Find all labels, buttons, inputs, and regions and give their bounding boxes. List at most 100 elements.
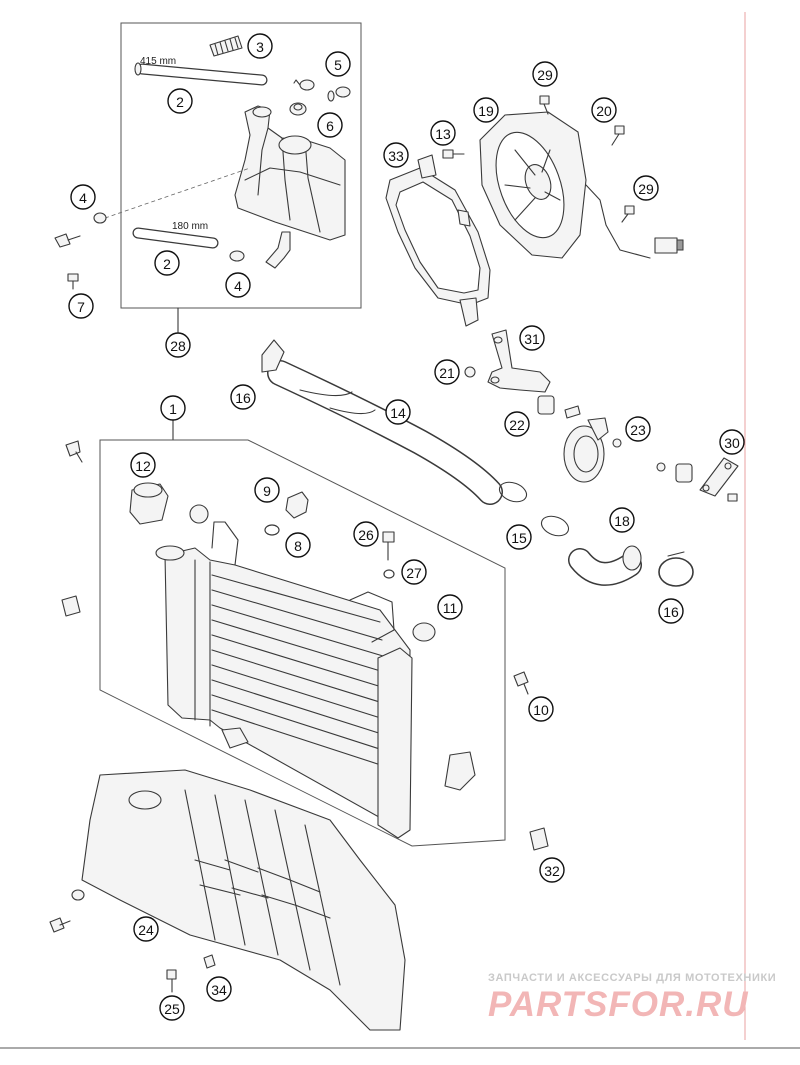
callout-c16a: 16 <box>230 384 256 410</box>
callout-number: 4 <box>79 190 87 206</box>
callout-circle <box>225 272 251 298</box>
callout-circle <box>68 293 94 319</box>
hose-clamp-15a <box>498 481 528 503</box>
callout-number: 27 <box>406 565 422 581</box>
watermark-tagline: ЗАПЧАСТИ И АКСЕССУАРЫ ДЛЯ МОТОТЕХНИКИ <box>488 972 777 984</box>
callout-c1: 1 <box>160 395 186 421</box>
nut-34 <box>203 954 216 969</box>
callout-number: 5 <box>334 57 342 73</box>
callout-circle <box>133 916 159 942</box>
callout-number: 20 <box>596 103 612 119</box>
hose-long <box>134 62 268 86</box>
leader-dashed <box>104 167 251 219</box>
expansion-tank <box>234 105 346 241</box>
callout-c4a: 4 <box>70 184 96 210</box>
washer-shroud <box>71 889 85 901</box>
callout-c29b: 29 <box>633 175 659 201</box>
callout-c31: 31 <box>519 325 545 351</box>
callout-c9: 9 <box>254 477 280 503</box>
callout-number: 6 <box>326 118 334 134</box>
screw-tank <box>54 233 81 248</box>
callout-number: 4 <box>234 278 242 294</box>
callout-circle <box>519 325 545 351</box>
callout-circle <box>383 142 409 168</box>
callout-c12: 12 <box>130 452 156 478</box>
o-ring <box>264 524 280 536</box>
callout-number: 8 <box>294 538 302 554</box>
callout-number: 2 <box>176 94 184 110</box>
tank-outlet-fitting <box>265 231 291 269</box>
callout-c2a: 2 <box>167 88 193 114</box>
radiator-group-outline <box>99 439 506 847</box>
clip-left <box>61 595 81 617</box>
callout-circle <box>353 521 379 547</box>
bolt-13 <box>442 149 465 159</box>
radiator <box>155 521 476 839</box>
callout-c28: 28 <box>165 332 191 358</box>
callout-circle <box>165 332 191 358</box>
callout-circle <box>528 696 554 722</box>
callout-number: 31 <box>524 331 540 347</box>
callout-circle <box>317 112 343 138</box>
callout-circle <box>230 384 256 410</box>
hose-clamp-15b <box>540 515 570 537</box>
callout-c5: 5 <box>325 51 351 77</box>
callout-circle <box>434 359 460 385</box>
grommet-11 <box>412 622 436 642</box>
callout-c32: 32 <box>539 857 565 883</box>
radiator-fan <box>479 111 684 259</box>
callout-circle <box>430 120 456 146</box>
callout-circle <box>325 51 351 77</box>
temperature-sensor <box>285 491 309 519</box>
callout-number: 16 <box>235 390 251 406</box>
callout-number: 13 <box>435 126 451 142</box>
clip-32 <box>529 827 549 851</box>
hose-clamps <box>293 79 351 102</box>
callout-number: 10 <box>533 702 549 718</box>
callout-c15: 15 <box>506 524 532 550</box>
callout-number: 21 <box>439 365 455 381</box>
callout-number: 9 <box>263 483 271 499</box>
bolt-10 <box>513 671 529 695</box>
rubber-bush <box>537 395 581 419</box>
callout-c34: 34 <box>206 976 232 1002</box>
callout-circle <box>167 88 193 114</box>
callout-c7: 7 <box>68 293 94 319</box>
cap-grommet <box>189 504 209 524</box>
grommet <box>289 102 307 116</box>
hose-short <box>132 227 219 249</box>
callout-number: 32 <box>544 863 560 879</box>
fan-shroud <box>385 154 491 327</box>
callout-c18: 18 <box>609 507 635 533</box>
callout-c13: 13 <box>430 120 456 146</box>
callout-circle <box>385 399 411 425</box>
callout-number: 18 <box>614 513 630 529</box>
callout-c33: 33 <box>383 142 409 168</box>
callout-circle <box>658 598 684 624</box>
callout-circle <box>539 857 565 883</box>
callout-circle <box>506 524 532 550</box>
callout-circle <box>159 995 185 1021</box>
callout-number: 23 <box>630 422 646 438</box>
callout-c6: 6 <box>317 112 343 138</box>
callout-number: 19 <box>478 103 494 119</box>
callout-number: 24 <box>138 922 154 938</box>
washer-27 <box>383 569 395 579</box>
small-clamp-4a <box>93 212 107 224</box>
callout-circle <box>401 559 427 585</box>
callout-circle <box>609 507 635 533</box>
callout-number: 3 <box>256 39 264 55</box>
callout-c16b: 16 <box>658 598 684 624</box>
bolt-20 <box>611 125 625 146</box>
callout-c4b: 4 <box>225 272 251 298</box>
callout-c10: 10 <box>528 696 554 722</box>
callout-number: 28 <box>170 338 186 354</box>
small-clamp-4b <box>229 250 245 262</box>
callout-circle <box>532 61 558 87</box>
callout-c30: 30 <box>719 429 745 455</box>
callout-circle <box>130 452 156 478</box>
callout-number: 26 <box>358 527 374 543</box>
radiator-hose <box>267 360 503 505</box>
